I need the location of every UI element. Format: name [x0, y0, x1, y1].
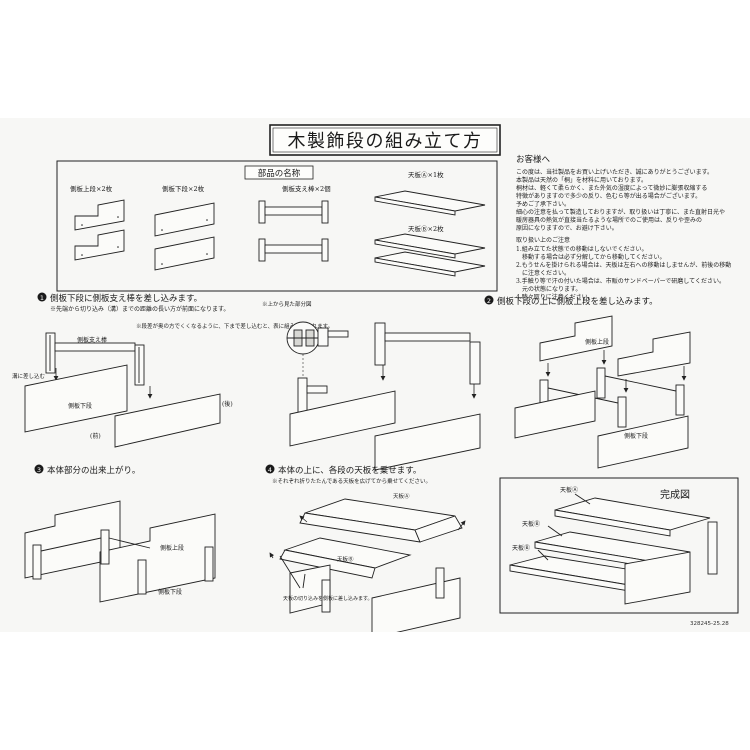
svg-text:桐材は、軽くて柔らかく、また外気の湿度によって微妙に膨張収縮: 桐材は、軽くて柔らかく、また外気の湿度によって微妙に膨張収縮する [516, 184, 707, 192]
step-4-top-a-label: 天板Ⓐ [393, 492, 410, 500]
svg-text:移動する場合は必ず分解してから移動してください。: 移動する場合は必ず分解してから移動してください。 [516, 253, 665, 261]
step-4-title: 本体の上に、各段の天板を乗せます。 [278, 465, 421, 476]
part-support-bars [258, 200, 329, 262]
part-label-lower: 側板下段×2枚 [162, 184, 205, 193]
title-box: 木製飾段の組み立て方 [269, 124, 501, 156]
part-label-top-b: 天板Ⓑ×2枚 [408, 224, 444, 233]
svg-text:2.もうせんを掛けられる場合は、天板は左右への移動はしません: 2.もうせんを掛けられる場合は、天板は左右への移動はしませんが、前後の移動 [516, 261, 731, 269]
svg-text:本製品は天然の「桐」を材料に用いております。: 本製品は天然の「桐」を材料に用いております。 [516, 176, 647, 184]
caution-heading: 取り扱い上のご注意 [516, 236, 570, 244]
step-1-front-label: (前) [90, 432, 101, 440]
step-mid-detail: ※上から見た部分図 [262, 300, 481, 471]
notes-intro: この度は、当社製品をお買い上げいただき、誠にありがとうございます。 本製品は天然… [516, 168, 725, 232]
svg-text:に注意ください。: に注意ください。 [516, 269, 570, 277]
step-1-back-label: (後) [222, 400, 233, 408]
svg-text:細心の注意を払って製造しておりますが、取り扱いは丁寧に、また: 細心の注意を払って製造しておりますが、取り扱いは丁寧に、また直射日光や [516, 208, 725, 216]
step-4-top-b-label: 天板Ⓑ [337, 555, 354, 563]
part-lower-side-boards [154, 202, 215, 271]
svg-text:この度は、当社製品をお買い上げいただき、誠にありがとうござい: この度は、当社製品をお買い上げいただき、誠にありがとうございます。 [516, 168, 713, 176]
svg-text:特徴がありますので多少の反り、色むら等が出る場合がございます: 特徴がありますので多少の反り、色むら等が出る場合がございます。 [516, 192, 701, 200]
step-2-upper-label: 側板上段 [585, 338, 609, 346]
completed-label-a: 天板Ⓐ [560, 486, 578, 494]
instruction-sheet: 木製飾段の組み立て方 部品の名称 側板上段×2枚 側板下段×2枚 側板支え棒×2… [0, 118, 750, 632]
step-3: 3 本体部分の出来上がり。 側板上段 側板下段 [24, 464, 216, 603]
part-top-boards [374, 190, 486, 277]
completed-view-box: 完成図 天板Ⓐ 天板Ⓑ 天板Ⓑ [499, 477, 739, 614]
completed-heading: 完成図 [660, 488, 690, 501]
completed-label-b2: 天板Ⓑ [512, 544, 530, 552]
part-upper-side-boards [74, 199, 125, 261]
step-4-cut-note: 天板の切り込みを側板に差し込みます。 [283, 595, 373, 602]
svg-text:予めご了承下さい。: 予めご了承下さい。 [516, 200, 570, 208]
step-2-badge: 2 [487, 297, 491, 305]
step-1-title: 側板下段に側板支え棒を差し込みます。 [50, 293, 202, 304]
step-2: 2 側板下段の上に側板上段を差し込みます。 側板上段 側板下段 [484, 295, 691, 469]
step-4-note: ※それぞれ折りたたんである天板を広げてから乗せてください。 [272, 477, 431, 485]
instruction-drawing: 木製飾段の組み立て方 部品の名称 側板上段×2枚 側板下段×2枚 側板支え棒×2… [12, 124, 739, 632]
completed-label-b1: 天板Ⓑ [522, 520, 540, 528]
svg-text:暖房器具の熱気が直接当たるような場所でのご使用は、反りや歪み: 暖房器具の熱気が直接当たるような場所でのご使用は、反りや歪みの [516, 216, 702, 224]
step-1-groove-label: 溝に差し込む [12, 372, 46, 380]
notes-heading: お客様へ [516, 154, 551, 165]
svg-text:原因になりますので、お避け下さい。: 原因になりますので、お避け下さい。 [516, 224, 618, 232]
svg-text:元の状態になります。: 元の状態になります。 [516, 285, 581, 293]
step-2-lower-label: 側板下段 [624, 432, 648, 440]
step-1-badge: 1 [40, 294, 44, 302]
svg-text:4.時々取りに注意ください。: 4.時々取りに注意ください。 [516, 293, 594, 301]
part-label-upper: 側板上段×2枚 [70, 184, 113, 193]
part-label-top-a: 天板Ⓐ×1枚 [408, 170, 444, 179]
step-3-lower-label: 側板下段 [158, 588, 182, 596]
notes-caution: 1.組み立てた状態での移動はしないでください。 移動する場合は必ず分解してから移… [516, 245, 731, 301]
step-4-badge: 4 [268, 466, 272, 474]
step-1-lower-label: 側板下段 [68, 402, 92, 410]
page-title: 木製飾段の組み立て方 [288, 131, 483, 152]
product-code: 328245-25.28 [690, 621, 729, 627]
step-3-upper-label: 側板上段 [160, 544, 184, 552]
notes-panel: お客様へ この度は、当社製品をお買い上げいただき、誠にありがとうございます。 本… [516, 154, 731, 301]
svg-text:3.手触り等で汗の付いた場合は、市販のサンドペーパーで研磨し: 3.手触り等で汗の付いた場合は、市販のサンドペーパーで研磨してください。 [516, 277, 725, 285]
parts-box: 部品の名称 側板上段×2枚 側板下段×2枚 側板支え棒×2個 天板Ⓐ×1枚 天板… [56, 160, 498, 292]
mid-note: ※上から見た部分図 [262, 300, 312, 308]
step-3-badge: 3 [37, 466, 41, 474]
step-3-title: 本体部分の出来上がり。 [47, 465, 140, 476]
part-label-bar: 側板支え棒×2個 [282, 184, 331, 193]
parts-heading: 部品の名称 [258, 168, 301, 179]
step-4: 4 本体の上に、各段の天板を乗せます。 ※それぞれ折りたたんである天板を広げてか… [265, 464, 466, 632]
step-2-title: 側板下段の上に側板上段を差し込みます。 [497, 296, 658, 307]
step-1-note: ※先端から切り込み（溝）までの距離の長い方が前面になります。 [50, 305, 229, 313]
svg-text:1.組み立てた状態での移動はしないでください。: 1.組み立てた状態での移動はしないでください。 [516, 245, 648, 253]
step-1: 1 側板下段に側板支え棒を差し込みます。 ※先端から切り込み（溝）までの距離の長… [12, 292, 333, 448]
step-1-hint: ※段差が奥の方でくくなるように、下まで差し込むと、表に組み立てられます。 [136, 322, 333, 330]
step-1-bar-label: 側板支え棒 [77, 336, 107, 344]
